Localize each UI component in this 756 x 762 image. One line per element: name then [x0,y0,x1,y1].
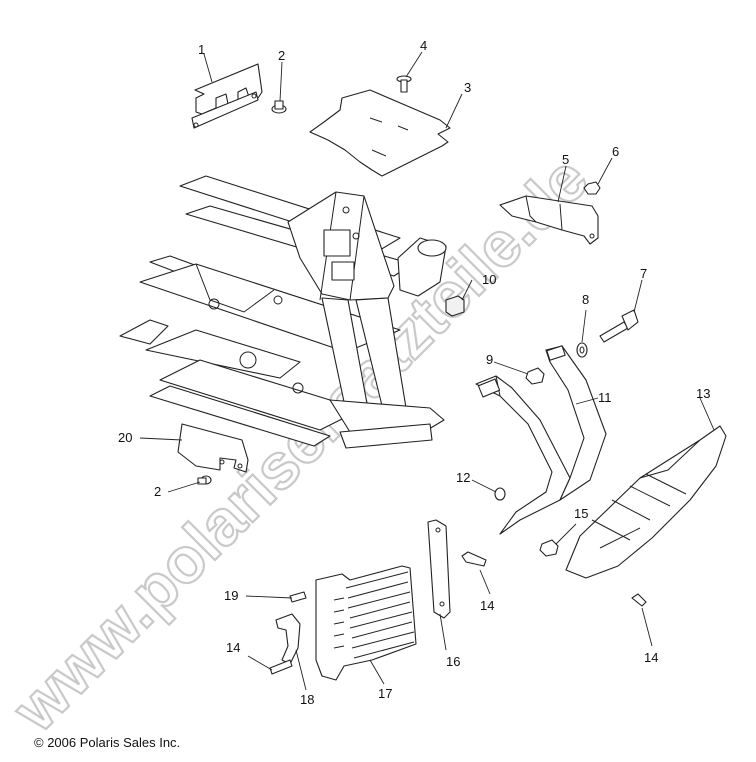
part-15-nut [539,539,559,557]
callout-1: 1 [198,42,205,57]
callout-2: 2 [278,48,285,63]
callout-6: 6 [612,144,619,159]
callout-2: 2 [154,484,161,499]
part-11-bumper [475,345,607,535]
callout-15: 15 [574,506,588,521]
copyright: © 2006 Polaris Sales Inc. [34,735,181,750]
main-frame [119,175,447,449]
part-12-washer [494,487,506,501]
part-2-rivet-left [197,475,212,485]
part-8-washer [576,342,588,358]
callout-14: 14 [644,650,658,665]
part-7-bolt [599,309,639,343]
part-5-bracket [499,195,599,245]
callout-17: 17 [378,686,392,701]
callout-12: 12 [456,470,470,485]
callout-14: 14 [226,640,240,655]
part-20-shield [177,423,249,473]
callout-18: 18 [300,692,314,707]
callout-11: 11 [598,390,612,405]
callout-labels: 1 2 4 3 5 6 7 8 9 10 11 12 13 15 14 14 1… [118,38,710,707]
part-18-bracket [275,613,301,665]
callout-8: 8 [582,292,589,307]
callout-4: 4 [420,38,427,53]
callout-13: 13 [696,386,710,401]
part-13-skid-plate [565,425,727,579]
part-10-block [445,295,465,317]
callout-19: 19 [224,588,238,603]
callout-20: 20 [118,430,132,445]
callout-3: 3 [464,80,471,95]
callout-16: 16 [446,654,460,669]
part-2-rivet-top [271,100,287,114]
part-17-grille [315,565,417,681]
part-14-screws [269,551,647,675]
part-4-screw [396,75,412,93]
callout-9: 9 [486,352,493,367]
part-9-nut [525,367,545,385]
leader-lines [139,51,715,691]
part-19-screw [289,591,307,603]
callout-5: 5 [562,152,569,167]
part-6-nut [583,181,601,195]
part-16-side-panel [427,519,451,619]
part-1-shield [191,63,263,129]
callout-10: 10 [482,272,496,287]
part-3-floor-panel [309,89,451,177]
callout-14: 14 [480,598,494,613]
callout-7: 7 [640,266,647,281]
